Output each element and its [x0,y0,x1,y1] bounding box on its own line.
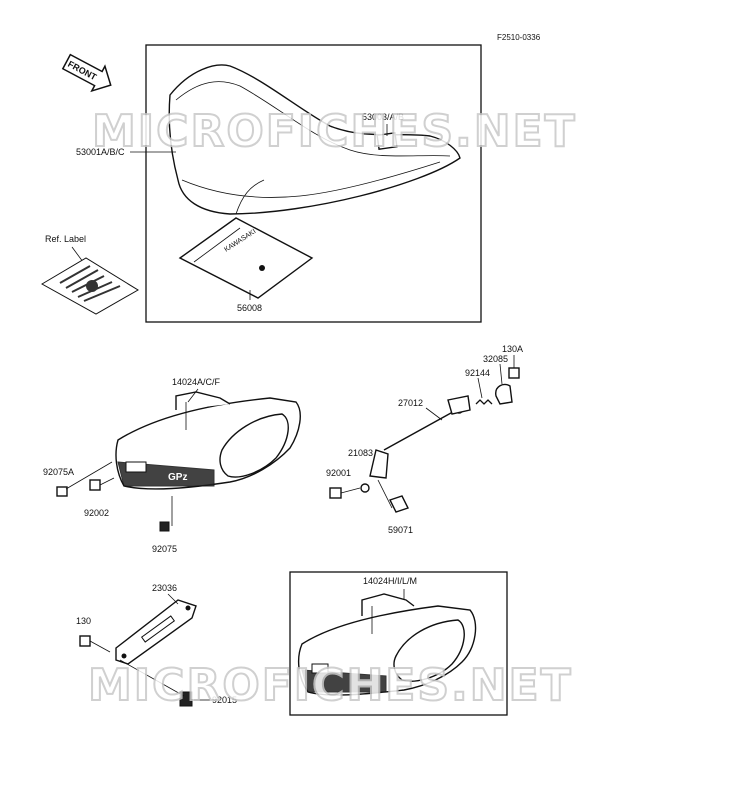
nut-92075a-label: 92075A [43,467,74,477]
nut-92075a-leader [65,461,113,490]
bolt-92002-label: 92002 [84,508,109,518]
watermark-bottom: MICROFICHES.NET [88,660,573,711]
spring-92144-label: 92144 [465,368,490,378]
cowl-a-leader [187,388,199,403]
ref-label-drawing [40,257,139,315]
stay-23036-label: 23036 [152,583,177,593]
seat-pouch-label: 56008 [237,303,262,313]
cowl-a-badge: GPz [168,472,187,483]
bolt-130-drawing [79,635,111,653]
cowl-a-label: 14024A/C/F [172,377,221,387]
spring-92144-leader [477,377,483,399]
seat-group-box [145,44,482,323]
collar-32085-label: 32085 [483,354,508,364]
grommet-92075-label: 92075 [152,544,177,554]
cowl-h-drawing [297,593,477,696]
clamp-92015-label: 92015 [212,695,237,705]
cowl-a-drawing: GPz [115,391,301,490]
spring-92144-drawing [475,399,493,405]
cowl-h-label: 14024H/I/L/M [363,576,417,586]
clamp-92015-leader-a [119,659,185,697]
seat-hook-label: 53003/A/B [362,112,404,122]
nut-92075a-drawing [56,486,68,497]
stay-23036-drawing [115,599,197,665]
bolt-130a-drawing [508,367,520,379]
seat-pouch-drawing: KAWASAKI [178,217,314,299]
clip-59071-drawing [389,495,409,513]
bolt-92001-label: 92001 [326,468,351,478]
bolt-92001-drawing [329,483,370,499]
front-arrow-icon: FRONT [61,53,112,93]
ref-label-caption: Ref. Label [45,234,86,244]
bracket-21083-label: 21083 [348,448,373,458]
seat-hook-drawing [376,132,398,150]
seat-drawing [168,64,461,215]
bolt-92002-drawing [89,477,115,491]
cowl-h-group-box [289,571,508,716]
grommet-92075-drawing [159,521,170,532]
bolt-130-label: 130 [76,616,91,626]
watermark-top: MICROFICHES.NET [92,106,577,157]
figure-code: F2510-0336 [497,33,541,42]
lock-cable-drawing [383,395,471,451]
collar-32085-drawing [495,383,513,405]
lock-cable-label: 27012 [398,398,423,408]
collar-32085-leader [499,363,503,385]
bracket-21083-drawing [369,449,389,479]
lock-cable-leader [425,407,443,421]
stay-23036-leader [167,593,179,605]
clip-59071-leader [377,479,393,509]
clip-59071-label: 59071 [388,525,413,535]
bolt-130a-label: 130A [502,344,523,354]
seat-label: 53001A/B/C [76,147,125,157]
